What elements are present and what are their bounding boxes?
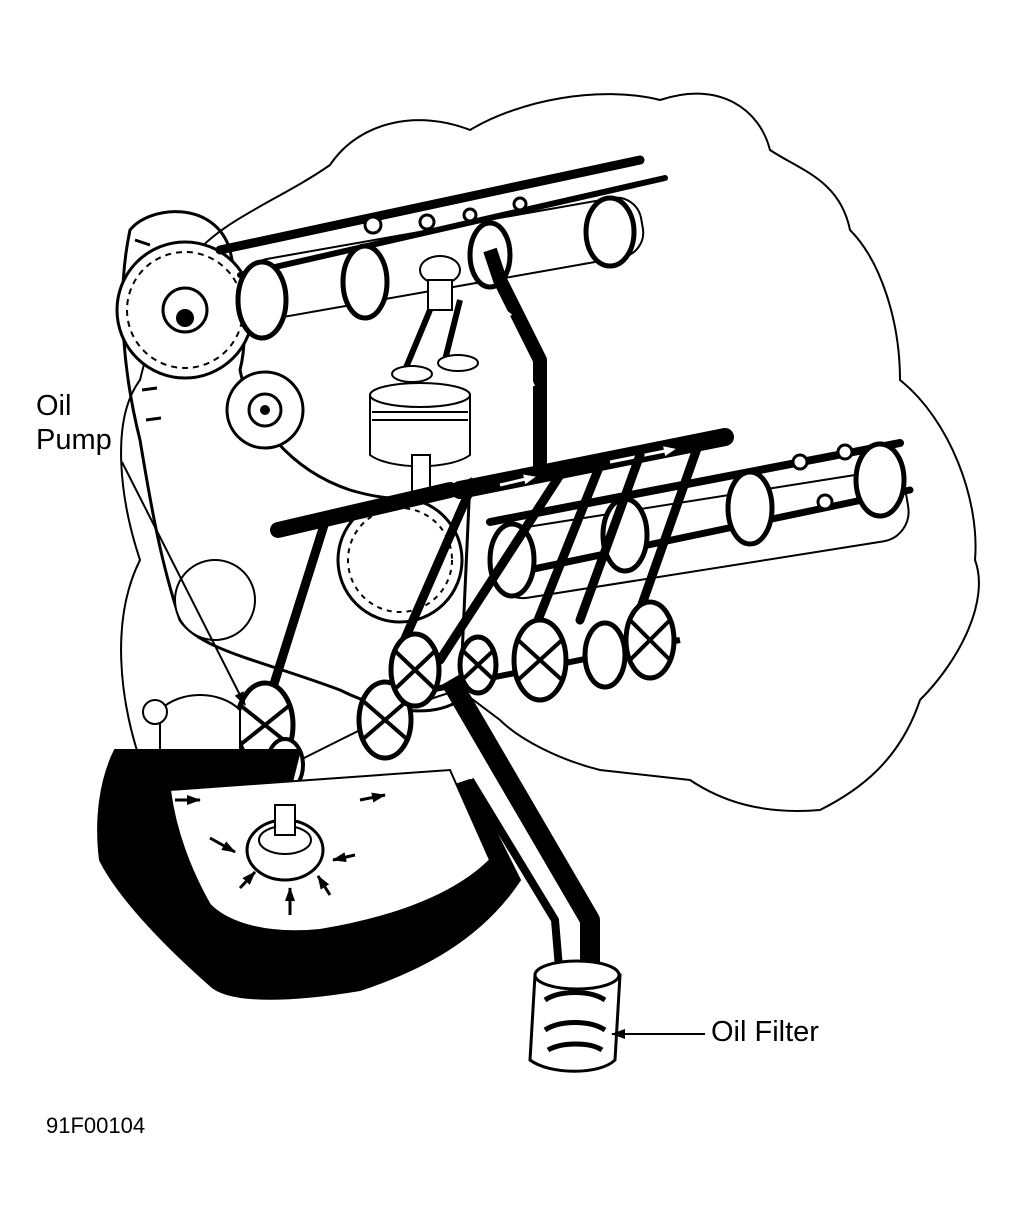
oil-pan-interior [168,768,492,933]
lower-oil-gallery-2 [501,486,914,579]
oil-pump-leader [121,461,246,706]
upper-camshaft-assembly [215,155,668,341]
figure-code: 91F00104 [46,1113,146,1138]
engine-block-outline [120,92,980,812]
oil-strainer [245,804,325,882]
lower-oil-gallery-1 [486,439,904,526]
valve-and-piston-assembly [369,255,479,496]
oil-pump-label-line2: Pump [36,424,112,456]
filter-return-passage [466,777,564,981]
crankshaft [356,599,681,761]
upper-oil-gallery-2 [237,175,668,278]
upper-oil-gallery-1 [215,155,645,255]
main-oil-gallery [451,428,734,499]
oil-pump-label-line1: Oil [36,390,72,422]
belt-tensioner [225,370,305,450]
oil-filter-canister [528,959,622,1073]
cylinder-head-oil-feed [483,247,547,470]
oil-filter-label: Oil Filter [711,1016,819,1048]
cam-sprocket [115,240,255,380]
sump-flow-arrows [175,792,386,915]
left-oil-gallery [270,482,458,538]
auxiliary-sprocket [174,559,256,641]
